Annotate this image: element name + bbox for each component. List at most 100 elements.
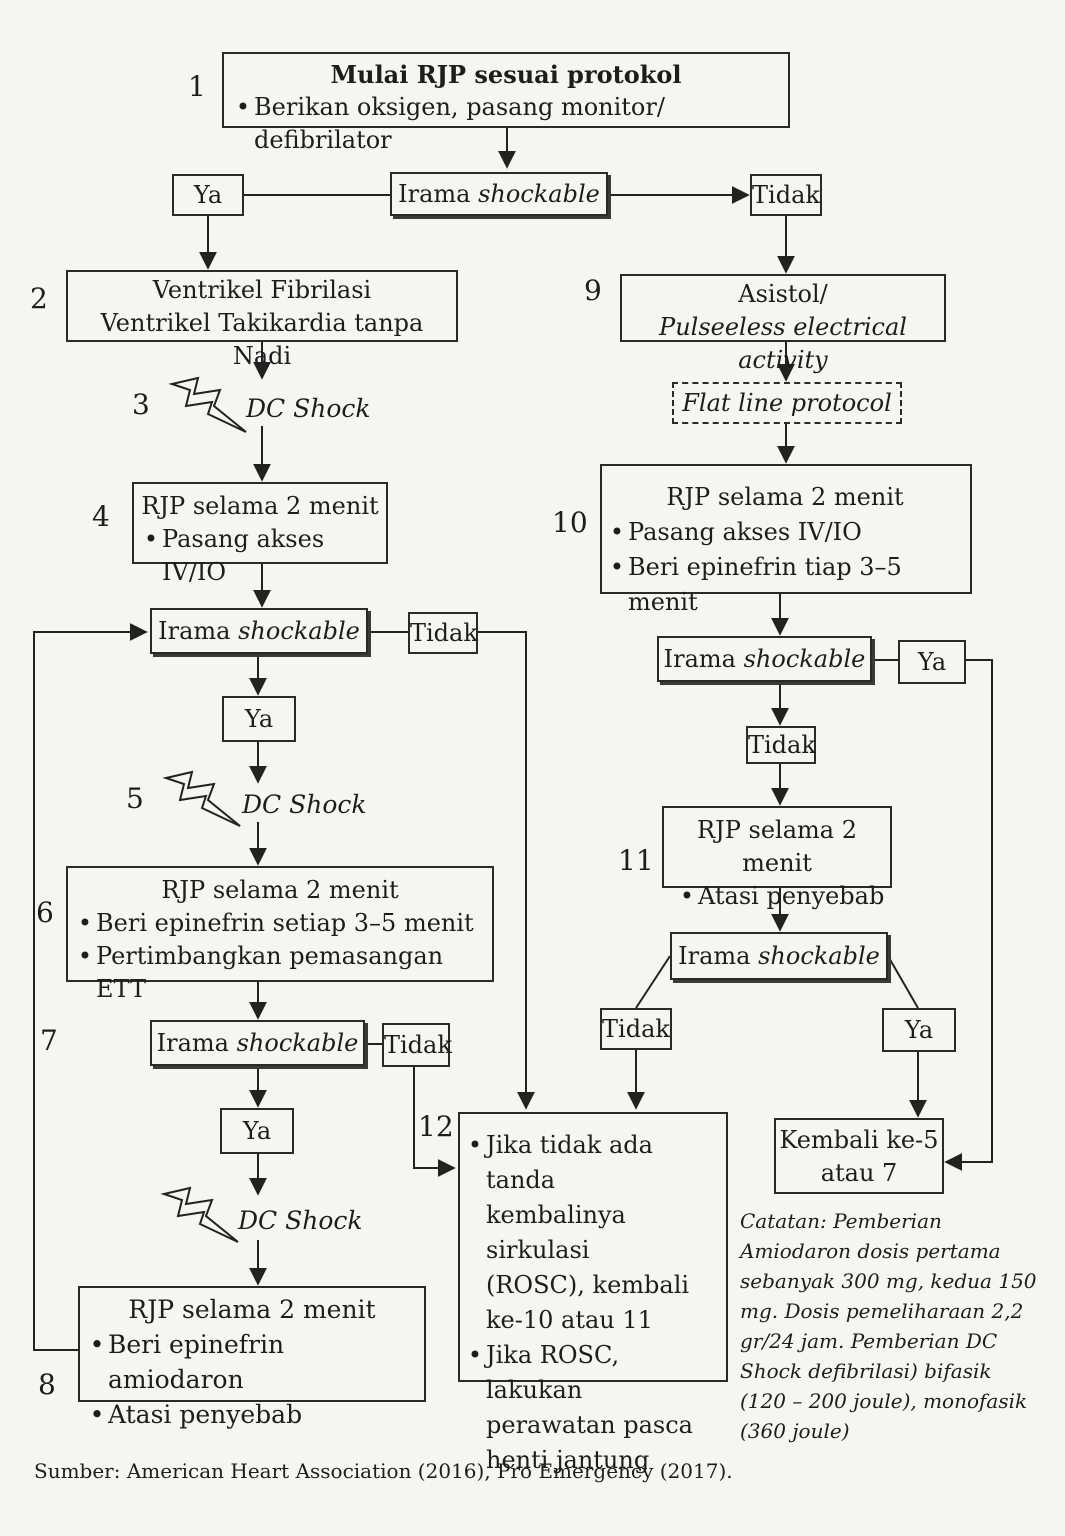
rhythm-a-no-box: Tidak (408, 612, 478, 654)
flatline-label: Flat line protocol (682, 389, 892, 417)
top-yes-label: Ya (193, 181, 223, 209)
rosc-b2-line3: henti jantung (486, 1446, 650, 1474)
step-number-9: 9 (584, 274, 602, 307)
rhythm-a-prefix: Irama (158, 617, 239, 645)
cpr10-box: RJP selama 2 menit •Pasang akses IV/IO •… (600, 464, 972, 616)
cpr4-bullet: Pasang akses IV/IO (162, 525, 325, 586)
rhythm-b-box: Irama shockable (150, 1020, 365, 1066)
flatline-box: Flat line protocol (672, 382, 902, 424)
step-number-12: 12 (418, 1110, 454, 1143)
cpr8-bullet-2: Atasi penyebab (108, 1400, 303, 1429)
rhythm-b-prefix: Irama (156, 1029, 237, 1057)
rosc-b2-line1: Jika ROSC, lakukan (486, 1341, 620, 1404)
dc-shock-label-c: DC Shock (238, 1206, 363, 1235)
cpr6-bullet-2: Pertimbangkan pemasangan ETT (96, 942, 444, 1003)
rhythm-a-no-label: Tidak (410, 619, 478, 647)
rosc-box: • Jika tidak ada tanda kembalinya sirkul… (458, 1112, 728, 1474)
rosc-b1-line2: kembalinya sirkulasi (486, 1201, 626, 1264)
cpr10-bullet-1: Pasang akses IV/IO (628, 518, 862, 546)
rhythm-b-italic: shockable (236, 1029, 359, 1057)
top-shockable-italic: shockable (478, 180, 600, 208)
step-number-2: 2 (30, 282, 48, 315)
rhythm-d-yes-label: Ya (904, 1016, 934, 1044)
rhythm-b-no-box: Tidak (382, 1023, 452, 1067)
cpr8-bullet-1: Beri epinefrin amiodaron (108, 1330, 285, 1394)
rosc-b1-line3: (ROSC), kembali (486, 1271, 690, 1299)
cpr4-title: RJP selama 2 menit (141, 492, 379, 520)
note-line-3: sebanyak 300 mg, kedua 150 (740, 1269, 1037, 1293)
top-shockable-box: Irama shockable (390, 172, 608, 216)
lightning-bolt-icon (160, 1186, 239, 1243)
start-cpr-bullet: Berikan oksigen, pasang monitor/ defibri… (254, 93, 665, 154)
dc-shock-label-3: DC Shock (246, 394, 371, 423)
asystole-line2: Pulseeless electrical activity (659, 313, 907, 374)
note-line-7: (120 – 200 joule), monofasik (740, 1389, 1028, 1413)
rhythm-d-yes-box: Ya (882, 1008, 956, 1052)
step-number-4: 4 (92, 500, 110, 533)
cpr11-bullet: Atasi penyebab (698, 882, 885, 910)
note-line-4: mg. Dosis pemeliharaan 2,2 (740, 1299, 1024, 1323)
rhythm-c-no-box: Tidak (746, 726, 816, 764)
rhythm-a-italic: shockable (238, 617, 360, 645)
step-number-8: 8 (38, 1368, 56, 1401)
lightning-bolt-icon (162, 770, 241, 827)
step-number-7: 7 (40, 1024, 58, 1057)
cpr8-title: RJP selama 2 menit (128, 1295, 376, 1324)
asystole-line1: Asistol/ (738, 280, 828, 308)
start-cpr-title: Mulai RJP sesuai protokol (330, 60, 682, 89)
rhythm-d-prefix: Irama (678, 942, 759, 970)
lightning-bolt-icon (168, 376, 247, 433)
step-number-6: 6 (36, 896, 54, 929)
step-number-11: 11 (618, 844, 654, 877)
rhythm-c-yes-box: Ya (898, 640, 966, 684)
step-number-5: 5 (126, 782, 144, 815)
rhythm-d-box: Irama shockable (670, 932, 888, 980)
rhythm-d-no-label: Tidak (602, 1015, 670, 1043)
return-line2: atau 7 (820, 1159, 898, 1187)
dc-shock-label-5: DC Shock (242, 790, 367, 819)
rhythm-b-yes-label: Ya (242, 1117, 272, 1145)
rhythm-b-yes-box: Ya (220, 1108, 294, 1154)
vf-box: Ventrikel Fibrilasi Ventrikel Takikardia… (66, 270, 458, 370)
rosc-b2-line2: perawatan pasca (486, 1411, 693, 1439)
asystole-box: Asistol/ Pulseeless electrical activity (620, 274, 946, 374)
rhythm-b-no-label: Tidak (384, 1031, 452, 1059)
vf-line2: Ventrikel Takikardia tanpa Nadi (100, 309, 424, 370)
top-yes-box: Ya (172, 174, 244, 216)
step-number-10: 10 (552, 506, 588, 539)
rhythm-c-prefix: Irama (663, 645, 744, 673)
step-number-1: 1 (188, 70, 206, 103)
note-line-6: Shock defibrilasi) bifasik (740, 1359, 992, 1383)
rhythm-a-box: Irama shockable (150, 608, 368, 654)
rosc-b1-line1: Jika tidak ada tanda (486, 1131, 653, 1194)
cpr6-title: RJP selama 2 menit (161, 876, 399, 904)
cpr4-box: RJP selama 2 menit •Pasang akses IV/IO (132, 482, 388, 586)
rhythm-c-italic: shockable (743, 645, 866, 673)
step-number-3: 3 (132, 388, 150, 421)
cpr8-box: RJP selama 2 menit •Beri epinefrin amiod… (78, 1286, 426, 1429)
note-line-8: (360 joule) (740, 1419, 850, 1443)
rhythm-d-no-box: Tidak (600, 1008, 672, 1050)
note-line-5: gr/24 jam. Pemberian DC (740, 1329, 998, 1353)
cpr11-title: RJP selama 2 menit (697, 816, 857, 877)
cpr6-bullet-1: Beri epinefrin setiap 3–5 menit (96, 909, 474, 937)
top-no-box: Tidak (750, 174, 822, 216)
rhythm-c-yes-label: Ya (917, 648, 947, 676)
return-line1: Kembali ke-5 (779, 1126, 939, 1154)
cpr11-box: RJP selama 2 menit •Atasi penyebab (662, 806, 892, 910)
rhythm-c-box: Irama shockable (657, 636, 872, 682)
rhythm-a-yes-label: Ya (244, 705, 274, 733)
top-no-label: Tidak (752, 181, 820, 209)
rosc-b1-line4: ke-10 atau 11 (486, 1306, 653, 1334)
start-cpr-box: Mulai RJP sesuai protokol •Berikan oksig… (222, 52, 790, 154)
cpr10-title: RJP selama 2 menit (666, 483, 904, 511)
rhythm-d-italic: shockable (758, 942, 880, 970)
source-citation: Sumber: American Heart Association (2016… (34, 1459, 733, 1483)
top-shockable-prefix: Irama (398, 180, 479, 208)
rhythm-a-yes-box: Ya (222, 696, 296, 742)
return-box: Kembali ke-5 atau 7 (774, 1118, 944, 1194)
note-line-2: Amiodaron dosis pertama (740, 1239, 1001, 1263)
amiodarone-note: Catatan: Pemberian Amiodaron dosis perta… (740, 1206, 1037, 1446)
